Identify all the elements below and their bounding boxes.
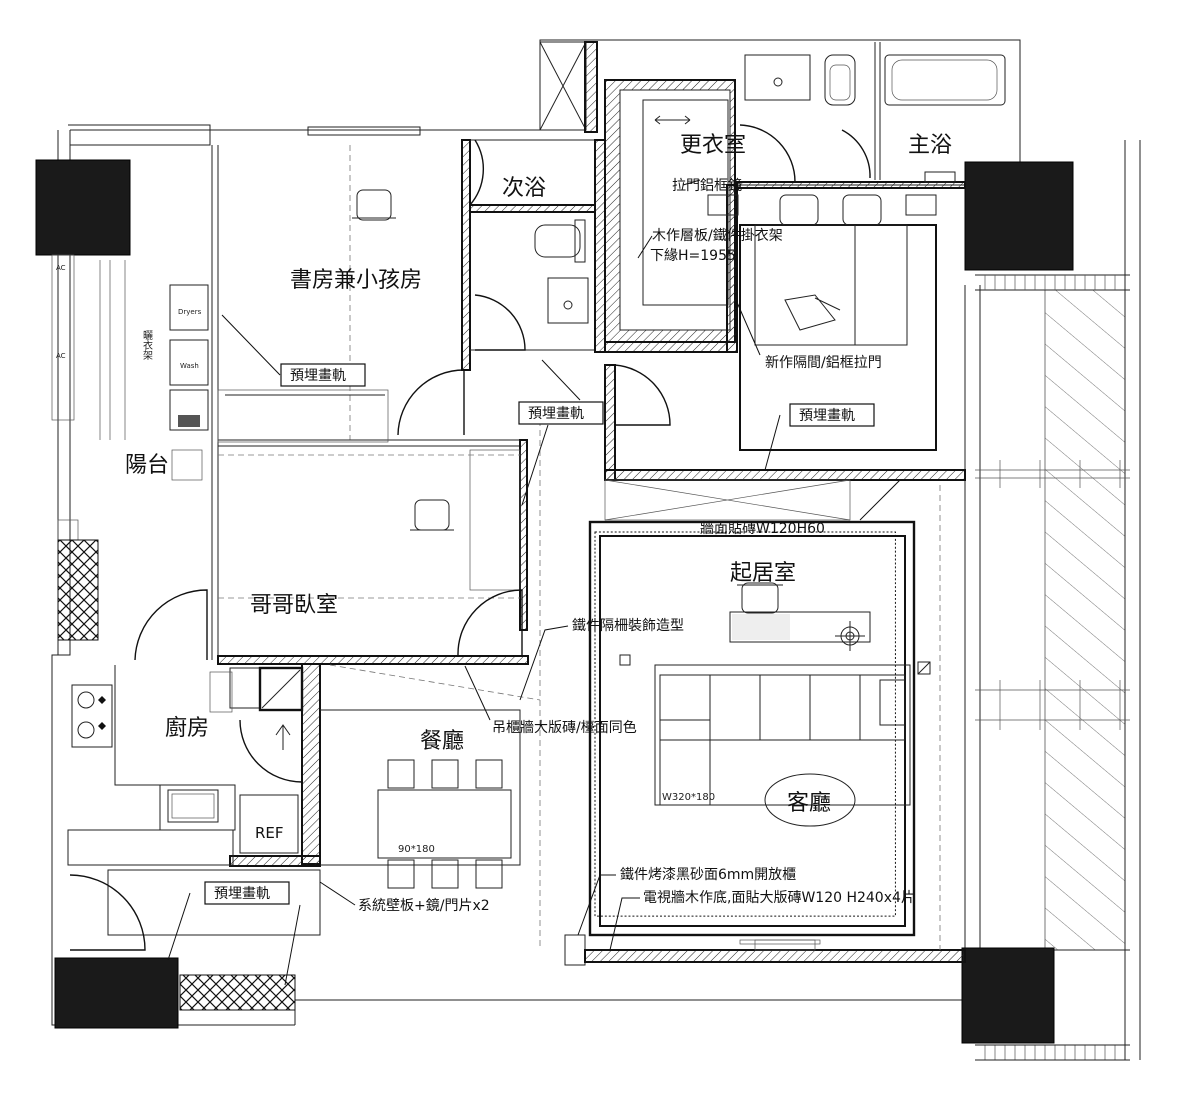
chair-icon xyxy=(352,189,396,221)
leader-lines xyxy=(167,179,901,986)
note-sliding-mirror: 拉門鋁框鏡 xyxy=(672,178,742,194)
sofa-icon xyxy=(654,664,911,806)
ac-label-top: AC xyxy=(56,264,66,272)
sink-icon xyxy=(744,54,811,101)
furniture xyxy=(51,54,1006,951)
room-label-bedroom: 起居室 xyxy=(730,561,796,586)
rug-size-label: W320*180 xyxy=(662,792,715,803)
washer-icon xyxy=(169,339,209,386)
small-labels: Dryers Wash 曬衣架 AC AC REF 90*180 W320*18… xyxy=(56,264,715,855)
stove-icon xyxy=(71,684,113,748)
door-swing-icon xyxy=(457,589,523,656)
annotations: 拉門鋁框鏡 木作層板/鐵件掛衣架 下緣H=1955 新作隔間/鋁框拉門 預埋畫軌… xyxy=(204,178,915,914)
interior-walls xyxy=(67,42,966,966)
chair-icon xyxy=(410,499,454,531)
room-label-master-bath: 主浴 xyxy=(908,133,952,158)
room-label-dressing: 更衣室 xyxy=(680,133,746,158)
room-label-balcony: 陽台 xyxy=(125,453,169,478)
column-icon xyxy=(961,947,1055,1044)
dining-table-icon xyxy=(377,759,512,889)
room-label-second-bath: 次浴 xyxy=(502,176,546,201)
washer-label: Wash xyxy=(180,362,199,370)
note-track-bedroom: 預埋畫軌 xyxy=(799,408,855,424)
toilet-icon xyxy=(534,219,586,263)
ac-label-bottom: AC xyxy=(56,352,66,360)
door-swing-icon xyxy=(134,589,208,661)
note-tv-wall: 電視牆木作底,面貼大版磚W120 H240x4片 xyxy=(643,890,915,906)
reference-lines xyxy=(218,145,941,950)
note-wardrobe: 木作層板/鐵件掛衣架 xyxy=(652,227,783,244)
column-icon xyxy=(54,957,179,1029)
lamp-icon xyxy=(835,621,865,651)
room-label-brother-room: 哥哥臥室 xyxy=(250,593,338,618)
rack-label: 曬衣架 xyxy=(141,330,153,361)
note-track-corridor: 預埋畫軌 xyxy=(528,406,584,422)
sink-icon xyxy=(167,789,219,823)
bathtub-icon xyxy=(884,54,1006,106)
room-label-kitchen: 廚房 xyxy=(165,716,209,741)
door-swing-icon xyxy=(469,139,485,206)
column-icon xyxy=(35,159,131,256)
door-swing-icon xyxy=(69,874,146,951)
dryer-icon xyxy=(169,284,209,331)
note-lower-edge: 下緣H=1955 xyxy=(650,248,736,264)
balcony-railing xyxy=(964,140,1141,1061)
door-swing-icon xyxy=(239,719,303,783)
note-track-kitchen: 預埋畫軌 xyxy=(214,886,270,902)
door-swing-icon xyxy=(739,124,796,183)
toilet-icon xyxy=(824,54,856,106)
door-swing-icon xyxy=(474,294,526,351)
columns xyxy=(35,159,1074,1044)
sink-icon xyxy=(547,277,589,324)
column-icon xyxy=(964,161,1074,271)
fridge-icon xyxy=(239,794,299,854)
bed-icon xyxy=(707,194,937,346)
note-wall-tile: 牆面貼磚W120H60 xyxy=(700,521,825,537)
doors xyxy=(69,124,871,951)
room-label-living: 客廳 xyxy=(787,791,831,816)
dryer-label: Dryers xyxy=(178,308,202,316)
note-track-study: 預埋畫軌 xyxy=(290,368,346,384)
note-iron-cabinet: 鐵件烤漆黑砂面6mm開放櫃 xyxy=(620,866,796,883)
room-label-dining: 餐廳 xyxy=(420,729,464,754)
door-swing-icon xyxy=(614,364,671,426)
room-labels: 更衣室 主浴 次浴 書房兼小孩房 陽台 哥哥臥室 起居室 廚房 餐廳 客廳 xyxy=(125,133,952,816)
note-iron-screen: 鐵件隔柵裝飾造型 xyxy=(572,617,684,634)
room-label-study: 書房兼小孩房 xyxy=(290,268,422,293)
note-system-panel: 系統壁板+鏡/門片x2 xyxy=(358,898,490,914)
table-size-label: 90*180 xyxy=(398,844,435,855)
railing-ticks xyxy=(984,275,1121,1060)
chair-icon xyxy=(737,582,783,614)
note-partition: 新作隔間/鋁框拉門 xyxy=(765,355,882,371)
note-cabinet-wall: 吊櫃牆大版磚/檯面同色 xyxy=(492,719,637,736)
door-swing-icon xyxy=(397,369,465,436)
door-swing-icon xyxy=(841,129,871,179)
fridge-label: REF xyxy=(255,824,284,842)
